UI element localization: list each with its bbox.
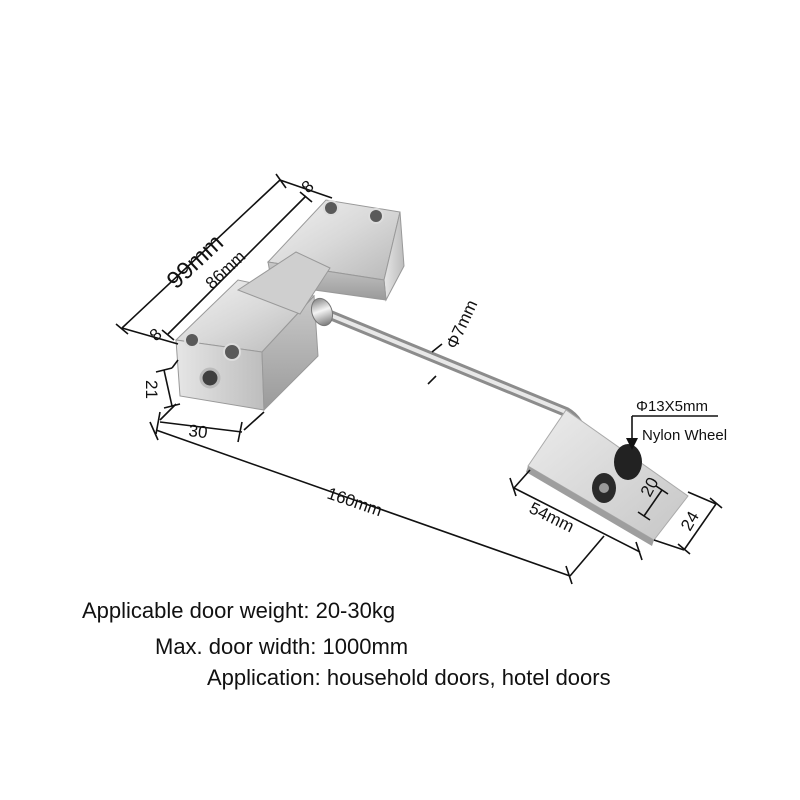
nylon-wheel [592,444,642,503]
dim-label-rod: Φ7mm [442,297,481,352]
dim-label-54mm: 54mm [526,499,577,537]
dim-label-8-bottom: 8 [146,325,166,345]
threaded-hole-icon [199,367,221,389]
callout-wheel-size: Φ13X5mm [636,398,708,415]
screw-hole-icon [368,208,384,224]
dim-label-21: 21 [142,380,161,399]
spec-application: Application: household doors, hotel door… [207,665,611,690]
spec-weight: Applicable door weight: 20-30kg [82,598,396,623]
dim-label-24: 24 [677,508,703,534]
closer-body [174,199,405,412]
dim-label-30: 30 [188,421,209,442]
dim-label-160mm: 160mm [325,484,385,520]
callout-wheel-label: Nylon Wheel [642,427,727,444]
wheel-callout: Φ13X5mm Nylon Wheel [626,398,727,450]
callout-arrow-icon [626,438,638,450]
cylinder [236,251,331,315]
dimension-height: 21 [142,359,181,409]
front-block-side [261,294,319,412]
screw-hole-icon [184,332,200,348]
spec-width: Max. door width: 1000mm [155,634,409,659]
screw-hole-icon [223,343,241,361]
dim-label-8-top: 8 [298,177,318,197]
screw-hole-icon [323,200,339,216]
arm-joint [310,297,334,327]
